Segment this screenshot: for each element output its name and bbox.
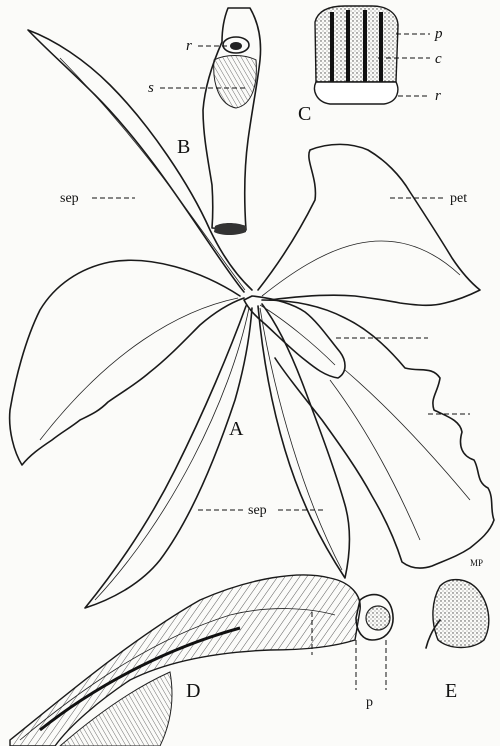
label-sep-upper: sep (60, 191, 79, 206)
anther-section (366, 606, 390, 630)
panel-b-column (203, 8, 261, 235)
caudicle-base (315, 82, 398, 104)
panel-label-d: D (186, 680, 200, 702)
rostellum (230, 42, 242, 50)
panel-label-e: E (445, 680, 457, 702)
panel-c-pollinia (315, 6, 398, 104)
panel-e-pollinium (426, 580, 489, 648)
right-petal (258, 144, 480, 305)
label-c-c: c (435, 51, 442, 67)
pollinium (433, 580, 489, 648)
label-d-p: p (366, 695, 373, 710)
column (244, 296, 345, 378)
label-sep-lower: sep (248, 503, 267, 518)
panel-label-b: B (177, 136, 190, 158)
column-section (10, 575, 360, 746)
pollinia-mass (315, 6, 398, 82)
label-c-r: r (435, 88, 441, 104)
column-body (203, 8, 261, 230)
lower-sepal-left (85, 306, 252, 608)
stigma (214, 56, 257, 109)
label-b-s: s (148, 80, 154, 96)
panel-label-a: A (229, 418, 244, 440)
label-b-r: r (186, 38, 192, 54)
label-pet: pet (450, 191, 467, 206)
labellum (262, 300, 494, 568)
label-c-p: p (434, 26, 443, 42)
panel-label-c: C (298, 103, 311, 125)
artist-signature: MP (470, 558, 483, 568)
lower-sepal-right (258, 304, 350, 578)
panel-d-section (10, 575, 393, 746)
